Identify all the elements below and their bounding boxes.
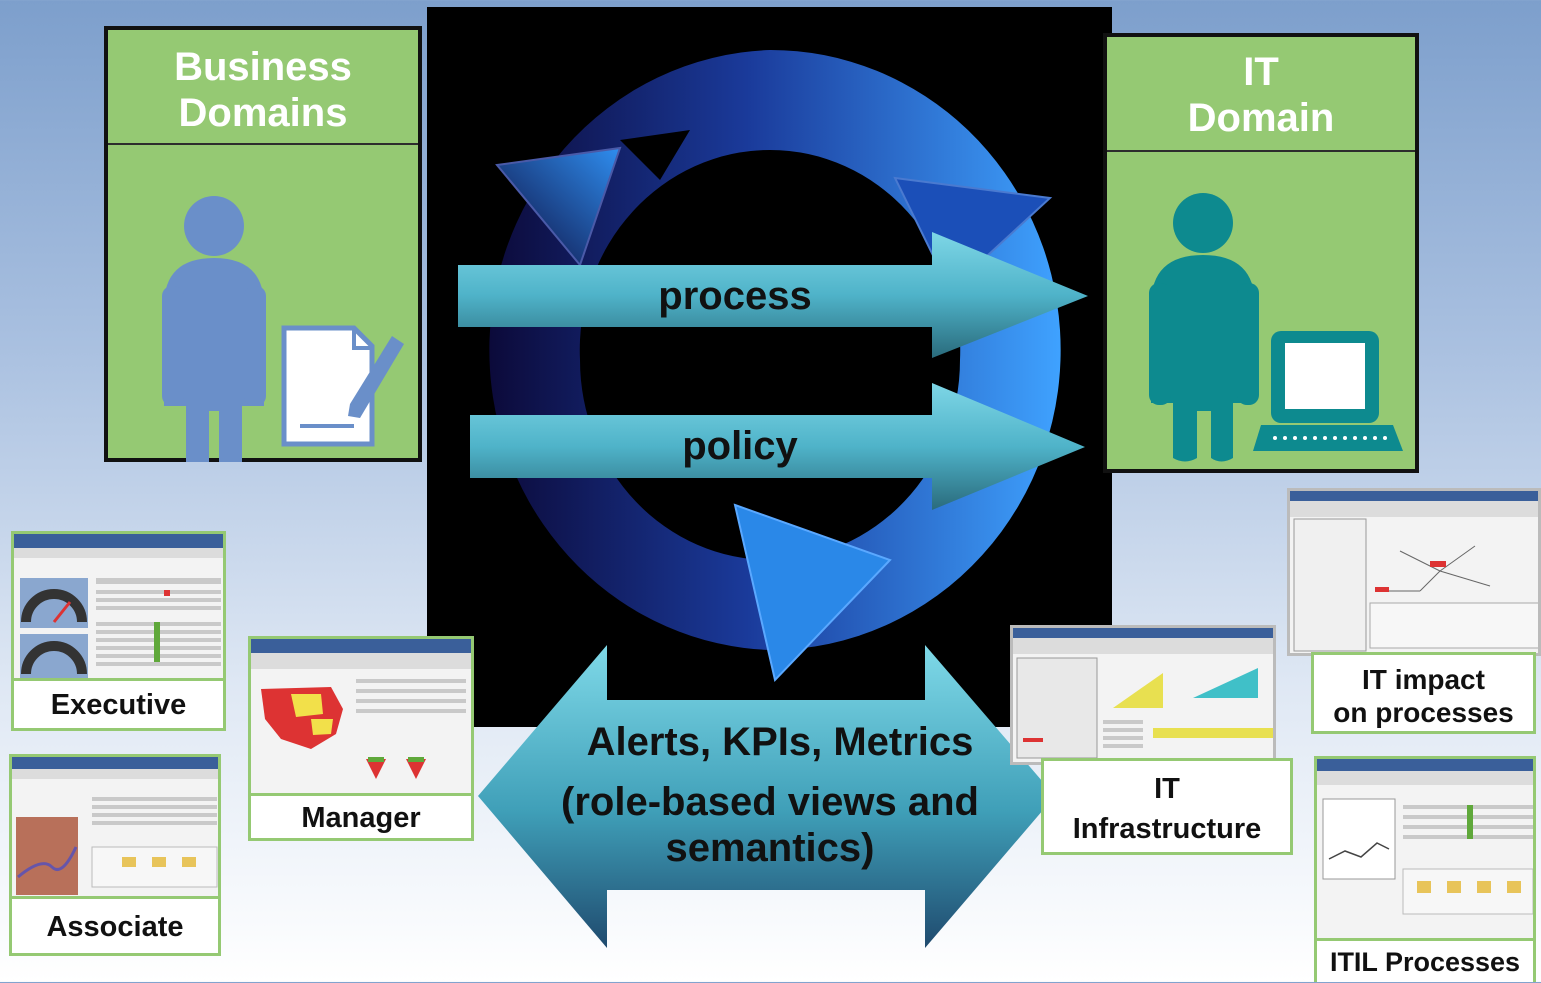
business-domains-panel: Business Domains [104, 26, 422, 462]
it-domain-panel: IT Domain [1103, 33, 1419, 473]
policy-arrow [470, 383, 1085, 510]
dashboard-screenshot-icon [14, 534, 223, 678]
exchange-line2: (role-based views and [561, 780, 979, 824]
cycle-arrows-icon [489, 49, 1061, 683]
exchange-line3: semantics) [665, 826, 875, 870]
panel-divider [108, 143, 418, 145]
associate-label: Associate [9, 896, 221, 956]
itil-screenshot-icon [1317, 759, 1533, 915]
process-arrow [458, 232, 1088, 358]
person-with-computer-icon [1149, 193, 1403, 462]
it-impact-label: IT impact on processes [1311, 652, 1536, 734]
panel-divider [1107, 150, 1415, 152]
associate-dashboard-thumbnail [9, 754, 221, 899]
process-label: process [658, 274, 812, 318]
dashboard-screenshot-icon [12, 757, 218, 895]
exchange-double-arrow [478, 645, 1055, 948]
it-infrastructure-thumbnail [1010, 625, 1276, 765]
executive-dashboard-thumbnail [11, 531, 226, 681]
manager-dashboard-thumbnail [248, 636, 474, 796]
process-map-screenshot-icon [1290, 491, 1538, 652]
executive-label: Executive [11, 678, 226, 731]
person-with-document-icon [162, 196, 404, 462]
manager-label: Manager [248, 793, 474, 841]
itil-processes-thumbnail [1314, 756, 1536, 942]
it-domain-title: IT Domain [1187, 50, 1335, 140]
exchange-line1: Alerts, KPIs, Metrics [586, 720, 974, 764]
itil-processes-label: ITIL Processes [1314, 938, 1536, 982]
business-domains-title: Business Domains [174, 45, 352, 135]
infrastructure-screenshot-icon [1013, 628, 1273, 759]
it-impact-thumbnail [1287, 488, 1541, 656]
policy-label: policy [682, 424, 798, 468]
map-dashboard-screenshot-icon [251, 639, 471, 779]
it-infrastructure-label: IT Infrastructure [1041, 758, 1293, 855]
